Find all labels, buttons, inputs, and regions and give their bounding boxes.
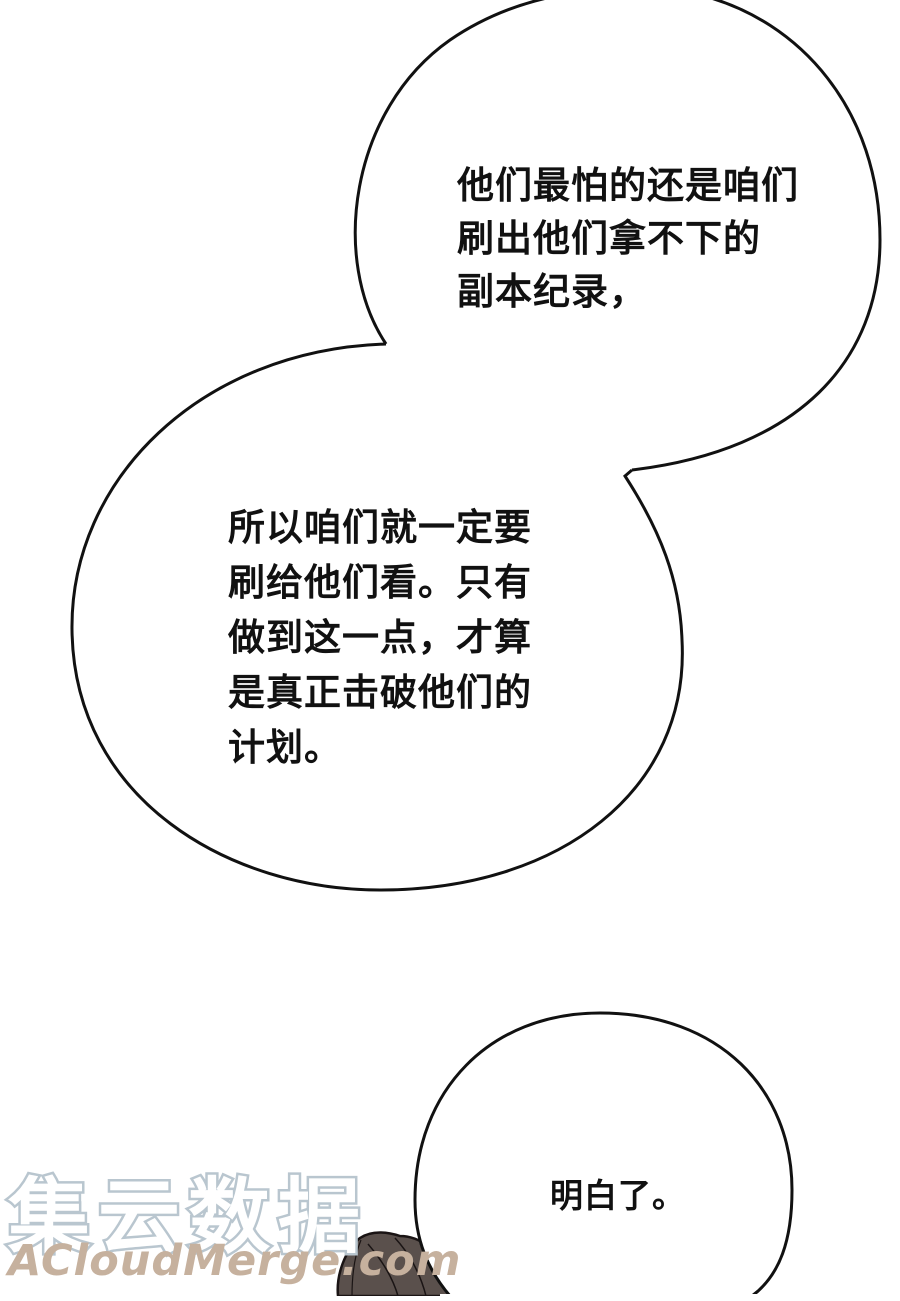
bubble-2-dialogue: 所以咱们就一定要 刷给他们看。只有 做到这一点，才算 是真正击破他们的 计划。 — [228, 506, 532, 769]
speech-bubble-bottom-right — [413, 1011, 794, 1298]
speech-bubble-top-right — [355, 0, 880, 480]
speech-bubble-middle-left — [71, 344, 681, 890]
bubble-1-dialogue: 他们最怕的还是咱们 刷出他们拿不下的 副本纪录， — [457, 164, 799, 313]
watermark-english: ACloudMerge.com — [8, 1236, 462, 1286]
watermark-chinese: 集云数据 — [5, 1168, 369, 1268]
bubble-3-dialogue: 明白了。 — [550, 1176, 686, 1215]
